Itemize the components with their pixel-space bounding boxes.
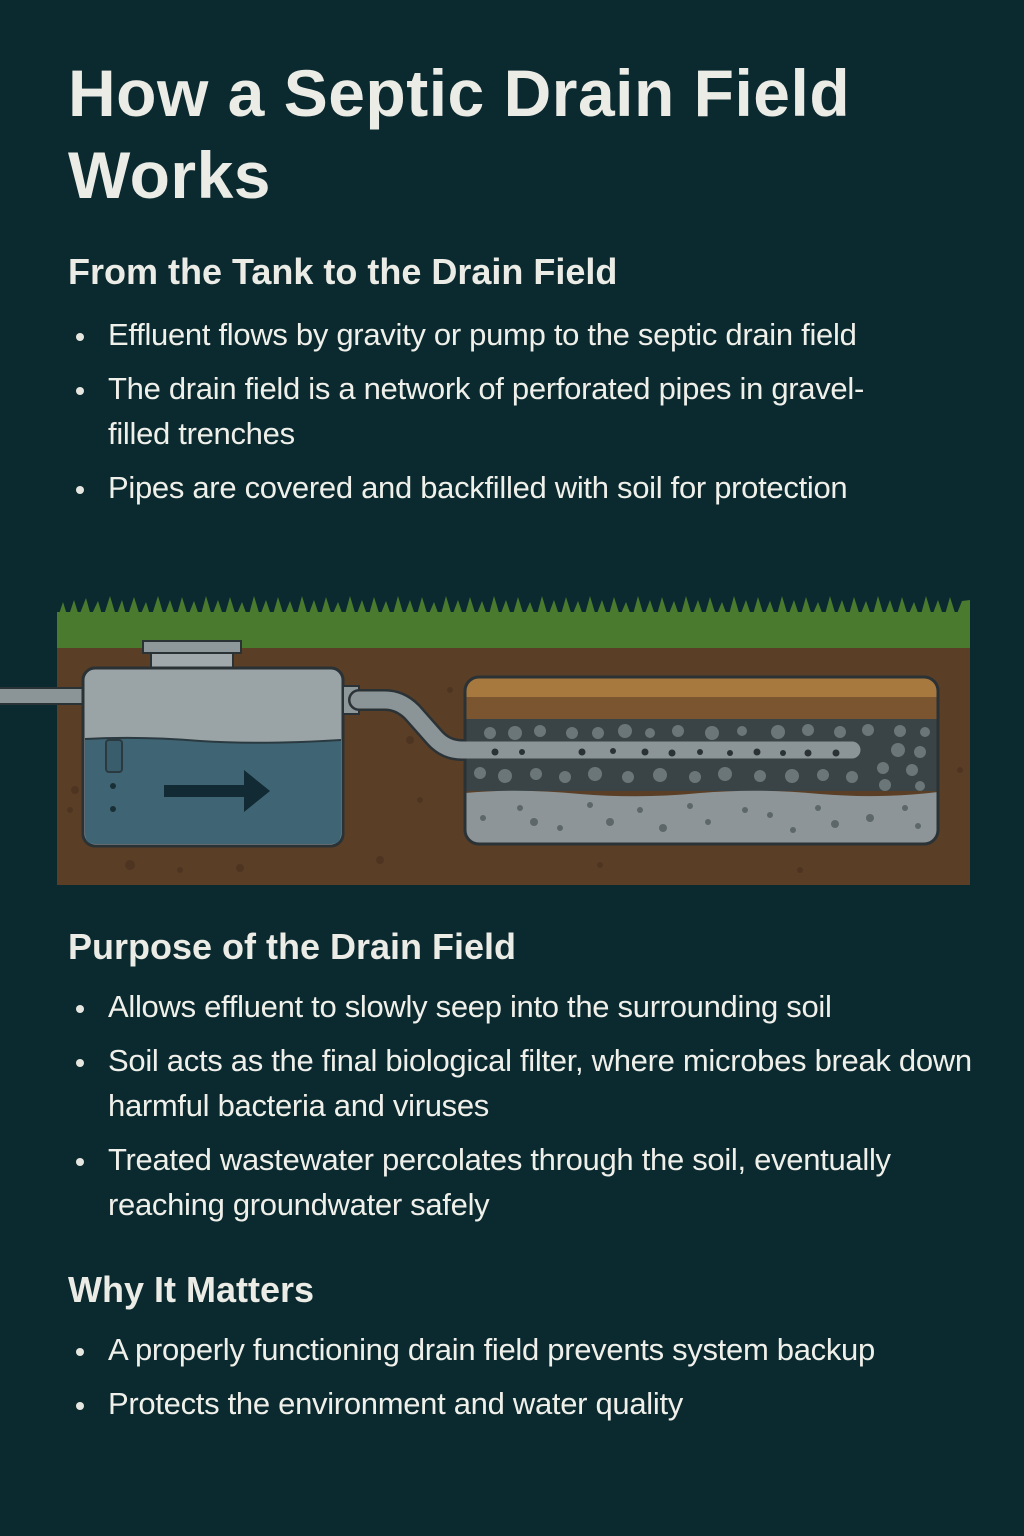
gravel-stones xyxy=(474,724,930,791)
grass-blades xyxy=(57,596,970,620)
list-item: Effluent flows by gravity or pump to the… xyxy=(68,312,968,357)
base-gravel-layer xyxy=(465,790,938,844)
list-item: Treated wastewater percolates through th… xyxy=(68,1137,908,1227)
list-item: Pipes are covered and backfilled with so… xyxy=(68,465,1018,510)
section-heading-why-it-matters: Why It Matters xyxy=(68,1269,315,1310)
bullet-list-purpose: Allows effluent to slowly seep into the … xyxy=(68,984,1018,1236)
list-item: The drain field is a network of perforat… xyxy=(68,366,898,456)
list-item: Protects the environment and water quali… xyxy=(68,1381,1018,1426)
list-item: Soil acts as the final biological filter… xyxy=(68,1038,978,1128)
list-item: A properly functioning drain field preve… xyxy=(68,1327,948,1372)
septic-tank xyxy=(81,666,345,848)
septic-drain-field-diagram xyxy=(0,596,970,885)
bullet-list-tank-to-field: Effluent flows by gravity or pump to the… xyxy=(68,312,1018,519)
section-heading-purpose: Purpose of the Drain Field xyxy=(68,926,517,967)
drain-field-trench xyxy=(463,675,940,846)
list-item: Allows effluent to slowly seep into the … xyxy=(68,984,1018,1029)
topsoil-layer xyxy=(465,677,938,697)
page-title: How a Septic Drain Field Works xyxy=(68,56,851,212)
tank-lid xyxy=(142,640,242,654)
soil-backfill-layer xyxy=(465,697,938,719)
section-heading-tank-to-field: From the Tank to the Drain Field xyxy=(68,251,618,292)
perforated-pipe xyxy=(350,691,861,759)
flow-arrow-icon xyxy=(164,770,270,812)
bullet-list-why-it-matters: A properly functioning drain field preve… xyxy=(68,1327,1018,1435)
